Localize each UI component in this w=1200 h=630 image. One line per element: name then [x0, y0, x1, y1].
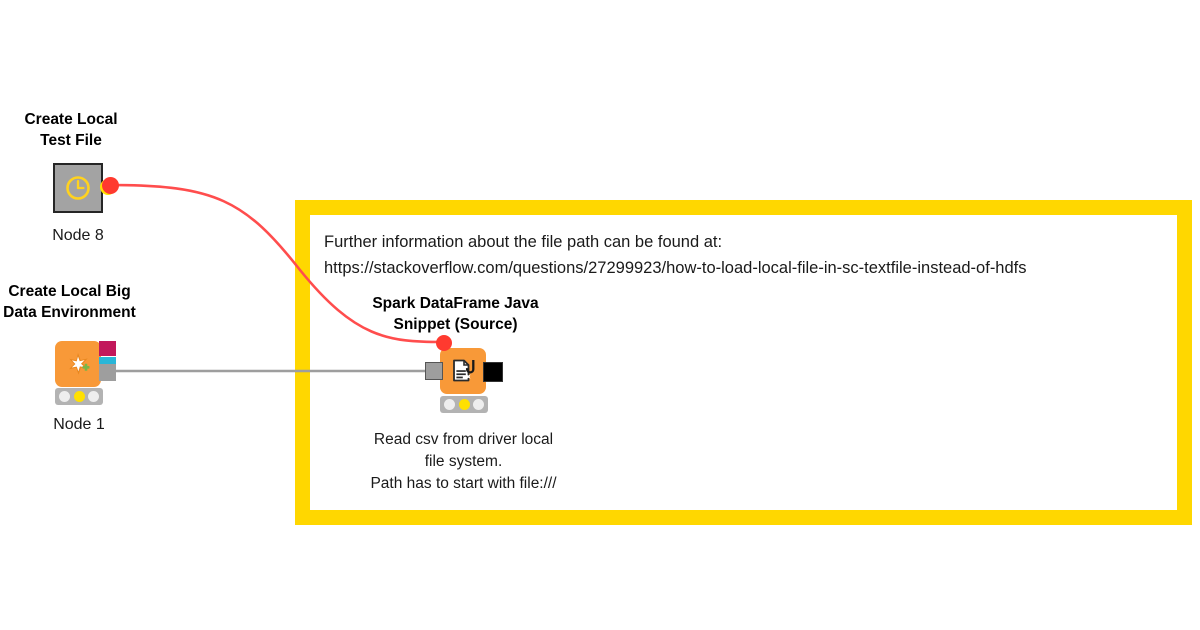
spark-star-icon	[59, 345, 97, 383]
annotation-text-block: Further information about the file path …	[324, 229, 1164, 281]
status-lamp-configured	[73, 391, 85, 402]
node-create-local-test-file[interactable]: Create Local Test File Node 8	[0, 100, 160, 255]
node1-title: Create Local Big Data Environment	[3, 283, 136, 321]
node8-name: Node 8	[52, 227, 104, 244]
java-document-icon	[444, 352, 482, 390]
annotation-line-2: https://stackoverflow.com/questions/2729…	[324, 259, 1027, 277]
spark-node-status-indicator	[440, 396, 488, 413]
status-lamp-configured	[458, 399, 470, 410]
status-lamp-idle	[59, 391, 70, 402]
spark-node-flow-variable-input-port[interactable]	[436, 335, 452, 351]
node8-title: Create Local Test File	[24, 111, 118, 149]
status-lamp-executed	[88, 391, 99, 402]
spark-node-input-port[interactable]	[425, 362, 443, 380]
node-create-local-big-data-environment[interactable]: Create Local Big Data Environment	[0, 278, 170, 438]
node-spark-dataframe-java-snippet[interactable]: Spark DataFrame Java Snippet (Source)	[355, 293, 615, 503]
clock-icon	[58, 168, 98, 208]
status-lamp-executed	[473, 399, 484, 410]
spark-node-output-port[interactable]	[483, 362, 503, 382]
flow-variable-connection-source-dot[interactable]	[102, 177, 119, 194]
node1-output-port-1[interactable]	[99, 341, 116, 356]
spark-node-description: Read csv from driver local file system. …	[370, 431, 557, 492]
annotation-line-1: Further information about the file path …	[324, 233, 723, 251]
spark-node-title: Spark DataFrame Java Snippet (Source)	[372, 295, 539, 333]
node1-name: Node 1	[53, 416, 105, 433]
node1-status-indicator	[55, 388, 103, 405]
node1-output-port-3[interactable]	[99, 364, 116, 381]
status-lamp-idle	[444, 399, 455, 410]
